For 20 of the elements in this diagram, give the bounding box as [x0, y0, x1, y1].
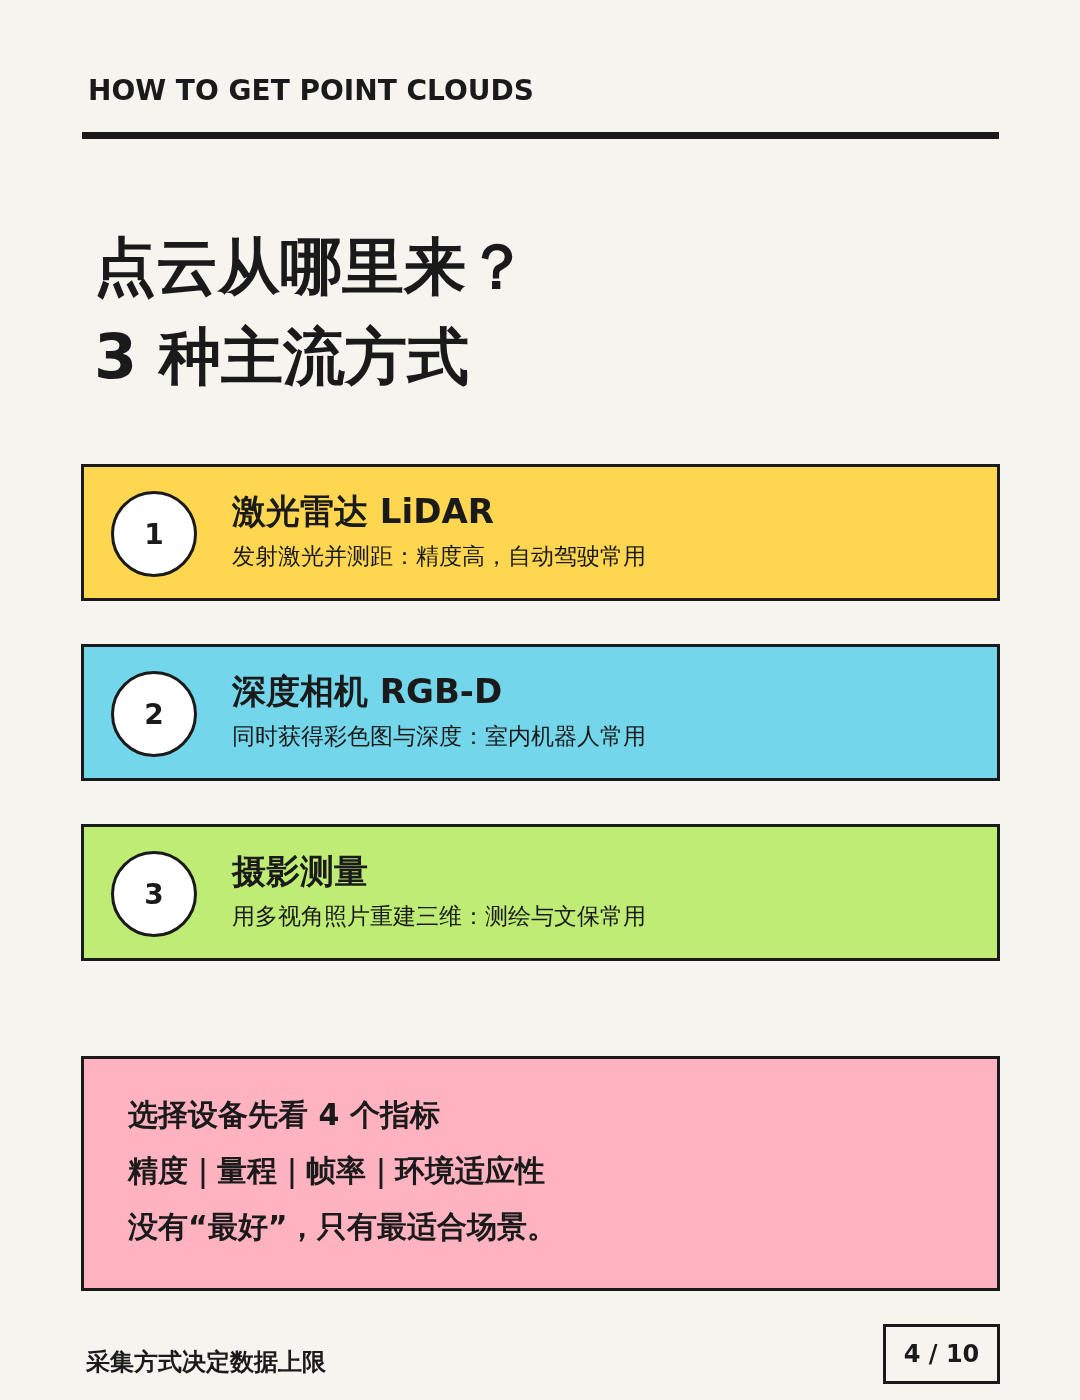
- method-card: [81, 464, 1000, 601]
- number-circle: 1: [111, 491, 197, 577]
- tip-text: 精度｜量程｜帧率｜环境适应性: [128, 1152, 545, 1191]
- footer-note: 采集方式决定数据上限: [86, 1347, 326, 1378]
- number-circle: 2: [111, 671, 197, 757]
- tip-box: [81, 1056, 1000, 1291]
- method-description: 同时获得彩色图与深度：室内机器人常用: [232, 722, 646, 751]
- tip-heading: 选择设备先看 4 个指标: [128, 1096, 440, 1134]
- method-description: 用多视角照片重建三维：测绘与文保常用: [232, 902, 646, 931]
- page-title: 点云从哪里来？3 种主流方式: [94, 229, 529, 395]
- method-title: 激光雷达 LiDAR: [232, 491, 494, 531]
- method-title: 摄影测量: [232, 851, 368, 891]
- header-text: HOW TO GET POINT CLOUDS: [88, 74, 534, 107]
- page-number: 4 / 10: [883, 1324, 1000, 1384]
- number-circle: 3: [111, 851, 197, 937]
- method-title: 深度相机 RGB-D: [232, 671, 503, 711]
- method-card: [81, 824, 1000, 961]
- tip-text: 没有“最好”，只有最适合场景。: [128, 1208, 558, 1246]
- method-description: 发射激光并测距：精度高，自动驾驶常用: [232, 542, 646, 571]
- method-card: [81, 644, 1000, 781]
